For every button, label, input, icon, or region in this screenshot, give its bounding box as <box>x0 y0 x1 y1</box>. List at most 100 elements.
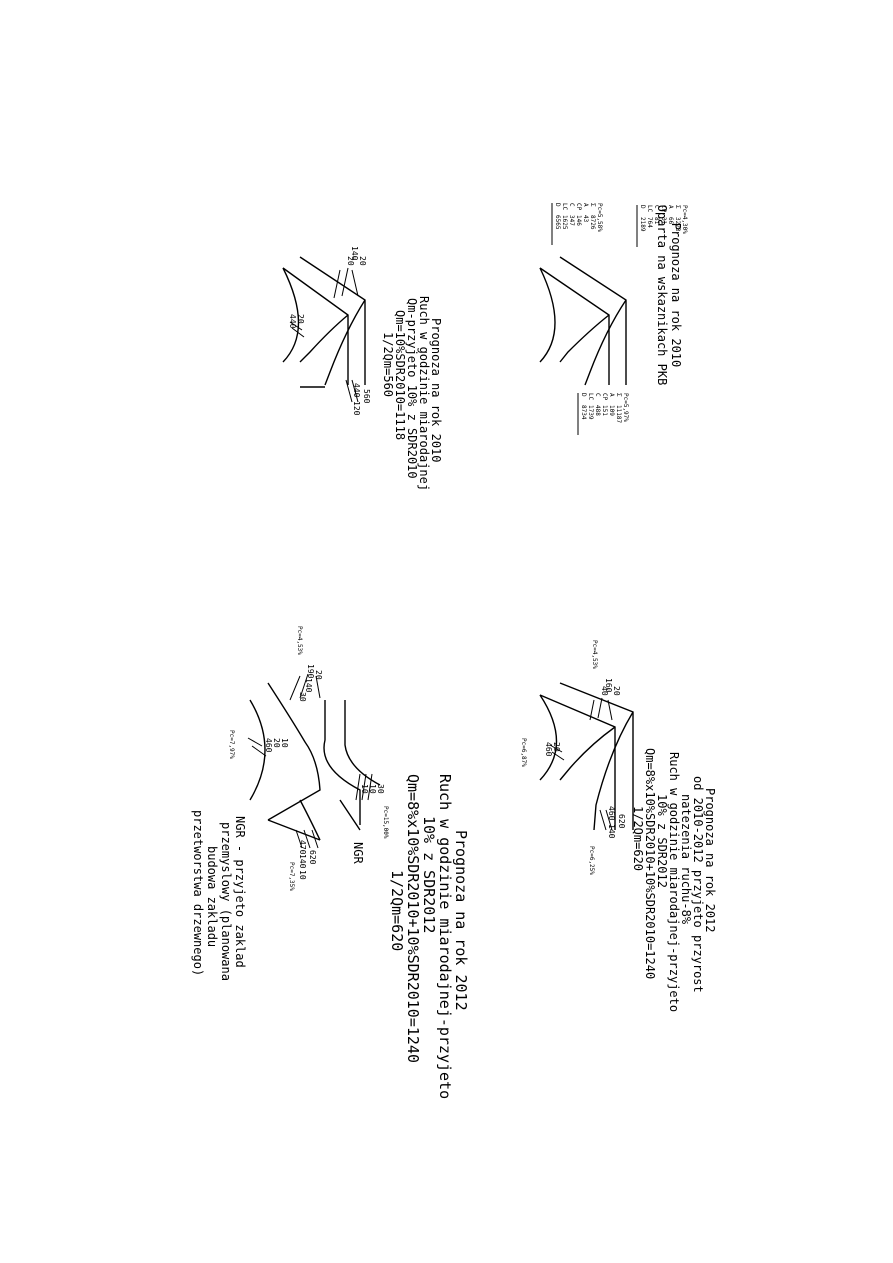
flow-east: 10 10 30 <box>360 784 385 794</box>
table-value: 1625 <box>561 215 568 230</box>
table-row: CP <box>660 205 667 213</box>
table-row: Σ <box>674 205 681 209</box>
flow-value: 10 <box>280 738 289 748</box>
table-row: D <box>639 205 646 209</box>
table-row: D <box>580 393 587 397</box>
flow-west: 440 20 <box>288 314 305 329</box>
table-value: 109 <box>608 405 615 416</box>
title-line: 10% z SDR2012 <box>655 794 669 888</box>
flow-value: 440 <box>288 314 297 329</box>
flow-value: 460 <box>264 738 273 753</box>
diagram-2012-x: Prognoza na rok 2012 Ruch w godzinie mia… <box>191 626 470 1099</box>
flow-value: 440 <box>352 383 361 398</box>
title-line: 10% z SDR2012 <box>420 816 438 933</box>
table-row: LC <box>587 393 594 401</box>
table-value: 11187 <box>615 405 622 423</box>
table-value: 8734 <box>580 405 587 420</box>
flow-total: 140 <box>350 246 359 261</box>
table-row: LC <box>561 203 568 211</box>
flow-value: 20 <box>552 742 561 752</box>
y-junction-road <box>282 256 366 388</box>
pc-north: Pc=4,53% <box>591 640 598 669</box>
title-line: Prognoza na rok 2012 <box>703 788 717 933</box>
table-row: Σ <box>615 393 622 397</box>
flow-value: 20 <box>272 738 281 748</box>
title-line: Prognoza na rok 2010 <box>669 223 683 368</box>
diagram-2010-pkb: Prognoza na rok 2010 Oparta na wskaznika… <box>539 205 688 435</box>
traffic-table-left: D 2189 LC 764 C 81 CP 31 A 66 Σ 3223 Pc=… <box>636 205 688 247</box>
flow-value: 140 <box>607 824 616 839</box>
table-row: LC <box>646 205 653 213</box>
x-junction-road <box>249 682 381 841</box>
title-line: Prognoza na rok 2012 <box>452 830 470 1011</box>
flow-value: 120 <box>352 401 361 416</box>
road-label-ngr: NGR <box>351 842 365 864</box>
title-line: Ruch w godzinie miarodajnej <box>417 296 431 491</box>
diagram-2010-qm: Prognoza na rok 2010 Ruch w godzinie mia… <box>282 246 443 491</box>
flow-value: 470 <box>298 840 307 855</box>
title-line: od 2010-2012 przyjeto przyrost <box>691 776 705 993</box>
pc-west: Pc=7,97% <box>228 730 235 759</box>
title-line: Ruch w godzinie miarodajnej-przyjeto <box>436 774 454 1099</box>
flow-value: 20 <box>358 256 367 266</box>
title-line: Qm=8%x10%SDR2010+10%SDR2010=1240 <box>643 748 657 979</box>
flow-value: 20 <box>346 256 355 266</box>
pc-value: Pc=5,58% <box>596 203 603 232</box>
table-value: 6565 <box>554 215 561 230</box>
flow-north: 190 20 140 30 <box>298 664 323 702</box>
title-line: 1/2Qm=620 <box>631 806 645 871</box>
note-line: budowa zakladu <box>205 846 219 947</box>
note-line: NGR - przyjeto zaklad <box>233 816 247 968</box>
flow-total: 190 <box>306 664 315 679</box>
flow-value: 140 <box>298 854 307 869</box>
flow-value: 20 <box>612 686 621 696</box>
table-value: 764 <box>646 217 653 228</box>
flow-value: 10 <box>368 784 377 794</box>
flow-north: 140 20 20 <box>346 246 367 266</box>
title-line: Qm=8%x10%SDR2010+10%SDR2010=1240 <box>404 774 422 1063</box>
y-junction-road <box>539 682 634 831</box>
pc-value: Pc=5,97% <box>622 393 629 422</box>
flow-value: 10 <box>360 784 369 794</box>
flow-arrows <box>247 673 373 849</box>
pc-value: Pc=4,30% <box>681 205 688 234</box>
table-value: 43 <box>582 215 589 223</box>
table-row: CP <box>601 393 608 401</box>
flow-value: 20 <box>296 314 305 324</box>
table-value: 8726 <box>589 215 596 230</box>
flow-value: 20 <box>314 670 323 680</box>
table-row: A <box>667 205 674 209</box>
flow-south: 470 140 10 620 <box>298 840 317 880</box>
table-value: 81 <box>653 217 660 225</box>
table-value: 347 <box>568 215 575 226</box>
title-2010-qm: Prognoza na rok 2010 Ruch w godzinie mia… <box>381 296 443 491</box>
ngr-note: NGR - przyjeto zaklad przemyslowy (plano… <box>191 810 247 981</box>
title-line: natezenia ruchu-8% <box>679 794 693 925</box>
flow-west: 460 20 <box>544 742 561 757</box>
title-line: Prognoza na rok 2010 <box>429 318 443 463</box>
title-line: Qm-przyjeto 10% z SDR2010 <box>405 298 419 479</box>
note-line: przetworstwa drzewnego) <box>191 810 205 976</box>
flow-north: 160 20 40 <box>600 678 621 696</box>
flow-value: 460 <box>607 806 616 821</box>
table-row: A <box>582 203 589 207</box>
table-row: C <box>594 393 601 397</box>
table-value: 3223 <box>674 217 681 232</box>
table-row: CP <box>575 203 582 211</box>
pc-south: Pc=6,25% <box>588 846 595 875</box>
flow-arrows <box>549 697 613 831</box>
title-line: 1/2Qm=620 <box>388 870 406 951</box>
title-line: Qm=10%SDR2010=1118 <box>393 310 407 440</box>
traffic-table-right: D 8734 LC 1739 C 488 CP 151 A 109 Σ 1118… <box>577 393 629 435</box>
note-line: przemyslowy (planowana <box>219 822 233 981</box>
flow-total: 620 <box>617 814 626 829</box>
flow-south: 460 140 620 <box>607 806 626 839</box>
table-value: 146 <box>575 215 582 226</box>
flow-south: 440 120 560 <box>352 383 371 416</box>
pc-west: Pc=6,87% <box>520 738 527 767</box>
pc-east: Pc=15,00% <box>382 806 389 839</box>
title-line: Oparta na wskaznikach PKB <box>655 205 669 386</box>
title-2012-y: Prognoza na rok 2012 od 2010-2012 przyje… <box>631 748 717 1012</box>
flow-value: 30 <box>298 692 307 702</box>
